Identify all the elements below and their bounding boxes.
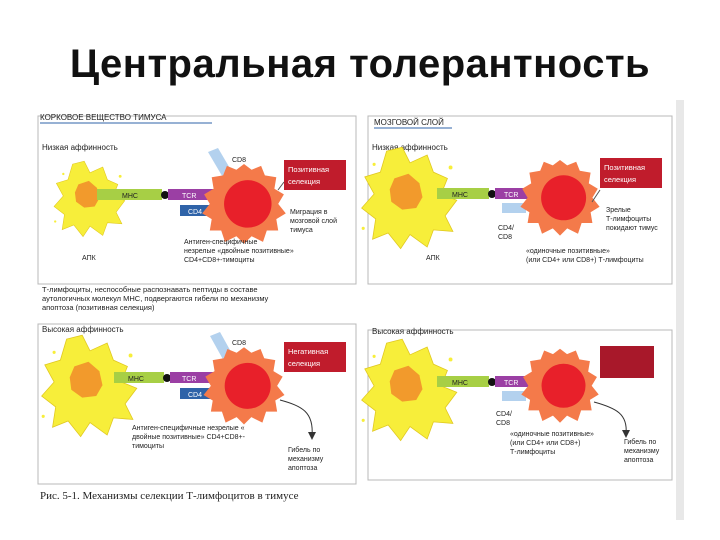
single-positive-bottom-3: Т-лимфоциты xyxy=(510,449,555,456)
apk-label-2: АПК xyxy=(426,255,441,262)
mature-3: покидают тимус xyxy=(606,225,658,232)
mhc-label-2: МНС xyxy=(452,192,468,199)
high-affinity-label-2: Высокая аффинность xyxy=(372,327,454,336)
single-positive-top-2: (или CD4+ или CD8+) Т-лимфоциты xyxy=(526,257,644,264)
mature-2: Т-лимфоциты xyxy=(606,216,651,223)
apk-label-1: АПК xyxy=(82,255,97,262)
figure-caption: Рис. 5-1. Механизмы селекции Т-лимфоцито… xyxy=(40,490,299,502)
cd4-cd8-label-2b: CD8 xyxy=(498,234,512,241)
cd4-cd8-label-2a: CD4/ xyxy=(498,225,514,232)
mhc-bar-1 xyxy=(97,189,162,200)
header-cortex: КОРКОВОЕ ВЕЩЕСТВО ТИМУСА xyxy=(40,113,167,122)
middle-note-3: апоптоза (позитивная селекция) xyxy=(42,303,155,312)
mhc-label-4: МНС xyxy=(452,380,468,387)
apc-cell-3 xyxy=(41,334,138,437)
antigen-dp-top-3: CD4+CD8+-тимоциты xyxy=(184,257,255,264)
death-1c: апоптоза xyxy=(288,465,318,472)
tcr-label-2: TCR xyxy=(504,192,518,199)
death-2a: Гибель по xyxy=(624,438,656,446)
low-affinity-label-1: Низкая аффинность xyxy=(42,143,118,152)
lymphocyte-3 xyxy=(203,347,285,425)
lymphocyte-4 xyxy=(521,348,599,423)
cd4-bar-3 xyxy=(180,388,212,399)
positive-selection-box-2 xyxy=(600,158,662,188)
death-arrow-2 xyxy=(593,401,627,435)
positive-label-2a: Позитивная xyxy=(604,163,645,172)
death-2b: механизму xyxy=(624,448,660,455)
migration-1: Миграция в xyxy=(290,209,328,216)
negative-selection-box xyxy=(284,342,346,372)
page-edge-shadow xyxy=(676,100,684,520)
panel-medulla-low xyxy=(367,115,673,285)
death-2c: апоптоза xyxy=(624,457,654,464)
slide-title: Центральная толерантность xyxy=(69,42,651,86)
death-arrow-1 xyxy=(279,399,313,437)
positive-selection-box-1 xyxy=(284,160,346,190)
tcr-bar-3 xyxy=(170,372,216,383)
tcr-label-4: TCR xyxy=(504,380,518,387)
panel-cortex-low xyxy=(37,115,357,285)
peptide-dot-4 xyxy=(488,378,496,386)
positive-label-1b: селекция xyxy=(288,177,320,186)
negative-label-b: селекция xyxy=(288,359,320,368)
middle-note-2: аутологичных молекул МНС, подвергаются г… xyxy=(42,294,269,303)
lymphocyte-2 xyxy=(520,160,600,236)
cd4-cd8-label-4b: CD8 xyxy=(496,420,510,427)
cd8-label-1: CD8 xyxy=(232,157,246,164)
cd4-cd8-bar-2 xyxy=(502,203,526,213)
peptide-dot-1 xyxy=(161,191,169,199)
single-positive-bottom-1: «одиночные позитивные» xyxy=(510,431,594,438)
migration-2: мозговой слой xyxy=(290,217,337,225)
negative-label-a: Негативная xyxy=(288,347,328,356)
single-positive-top-1: «одиночные позитивные» xyxy=(526,248,610,255)
cd4-label-1: CD4 xyxy=(188,209,202,216)
tcr-bar-1 xyxy=(168,189,214,200)
antigen-dp-bottom-3: тимоциты xyxy=(132,443,164,450)
antigen-dp-bottom-1: Антиген-специфичные незрелые « xyxy=(132,425,245,432)
mhc-label-1: МНС xyxy=(122,193,138,200)
antigen-dp-top-2: незрелые «двойные позитивные» xyxy=(184,247,294,255)
panel-cortex-high xyxy=(37,323,357,485)
cd4-cd8-bar-4 xyxy=(502,391,526,401)
low-affinity-label-2: Низкая аффинность xyxy=(372,143,448,152)
antigen-dp-top-1: Антиген-специфичные xyxy=(184,239,257,246)
header-medulla: МОЗГОВОЙ СЛОЙ xyxy=(374,118,444,127)
cd4-bar-1 xyxy=(180,205,212,216)
tcr-label-3: TCR xyxy=(182,376,196,383)
mhc-bar-3 xyxy=(114,372,164,383)
mhc-bar-2 xyxy=(437,188,489,199)
mhc-bar-4 xyxy=(437,376,489,387)
apc-cell-4 xyxy=(361,338,458,441)
antigen-dp-bottom-2: двойные позитивные» CD4+CD8+- xyxy=(132,433,246,441)
thymus-selection-figure: КОРКОВОЕ ВЕЩЕСТВО ТИМУСА МОЗГОВОЙ СЛОЙ Н… xyxy=(32,110,682,510)
death-1a: Гибель по xyxy=(288,446,320,454)
peptide-dot-3 xyxy=(163,374,171,382)
positive-label-2b: селекция xyxy=(604,175,636,184)
middle-note-1: Т-лимфоциты, неспособные распознавать пе… xyxy=(42,285,258,294)
death-1b: механизму xyxy=(288,456,324,463)
tcr-bar-2 xyxy=(495,188,541,199)
selection-box-4 xyxy=(600,346,654,378)
positive-label-1a: Позитивная xyxy=(288,165,329,174)
mhc-label-3: МНС xyxy=(128,376,144,383)
cd4-cd8-label-4a: CD4/ xyxy=(496,411,512,418)
tcr-bar-4 xyxy=(495,376,541,387)
lymphocyte-1 xyxy=(202,164,286,244)
cd4-label-3: CD4 xyxy=(188,392,202,399)
tcr-label-1: TCR xyxy=(182,193,196,200)
high-affinity-label-1: Высокая аффинность xyxy=(42,325,124,334)
migration-3: тимуса xyxy=(290,227,313,234)
single-positive-bottom-2: (или CD4+ или CD8+) xyxy=(510,440,581,447)
mature-1: Зрелые xyxy=(606,207,631,214)
peptide-dot-2 xyxy=(488,190,496,198)
cd8-label-3: CD8 xyxy=(232,340,246,347)
